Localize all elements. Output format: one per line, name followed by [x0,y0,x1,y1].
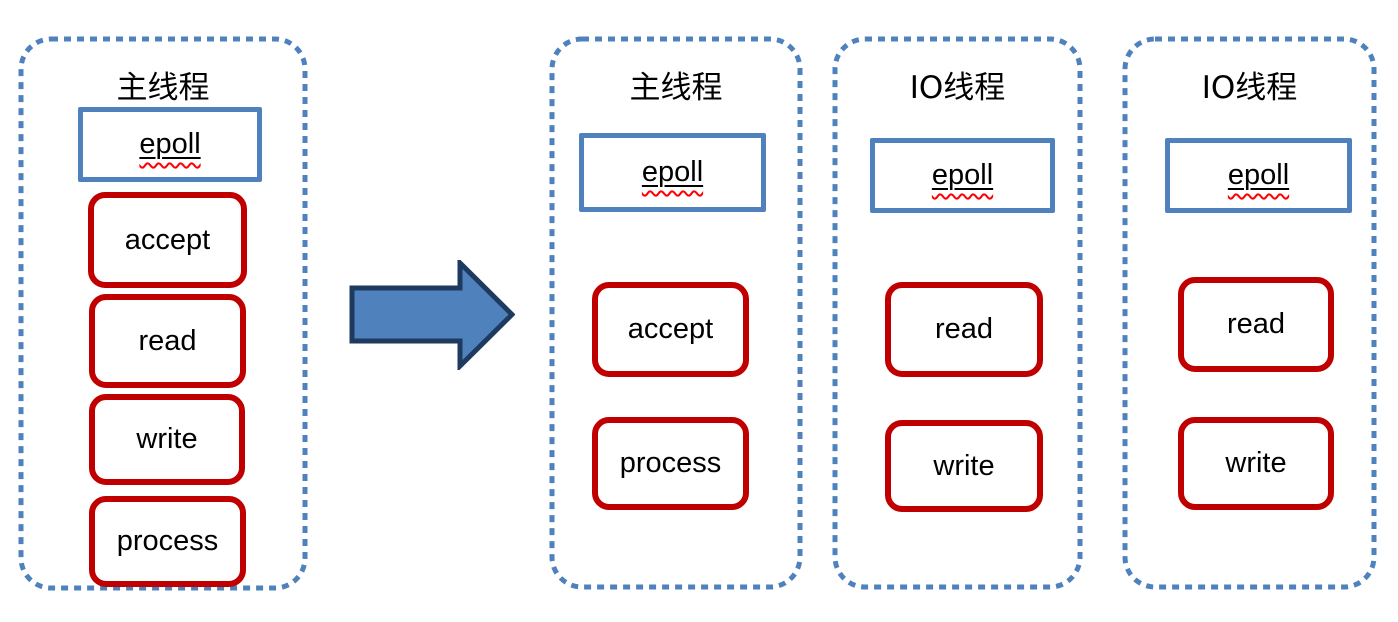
panel-title: 主线程 [629,70,723,106]
task-label: read [934,313,994,345]
epoll-label-text: epoll [139,128,201,160]
task-box-accept: accept [592,282,749,377]
epoll-box: epoll [870,138,1055,213]
epoll-label: epoll [1228,159,1289,192]
task-label: read [1226,308,1286,340]
epoll-label-text: epoll [1227,159,1290,191]
task-box-accept: accept [88,192,247,288]
task-box-process: process [89,496,246,587]
panel-title: IO线程 [909,70,1006,106]
dashed-border [549,36,803,590]
epoll-label: epoll [642,156,703,189]
epoll-label: epoll [932,159,993,192]
right-arrow-icon [349,260,515,370]
task-box-write: write [885,420,1043,512]
task-label: write [933,449,995,482]
task-box-write: write [89,394,245,485]
panel-main-thread-before: 主线程 epoll accept read write process [18,36,308,591]
panel-io-thread-2: IO线程 epoll read write [1122,36,1377,590]
epoll-box: epoll [579,133,766,212]
epoll-box: epoll [78,107,262,182]
panel-title: 主线程 [116,70,210,106]
epoll-label-text: epoll [931,159,994,191]
epoll-box: epoll [1165,138,1352,213]
task-label: accept [627,313,714,345]
task-label: process [116,525,219,557]
panel-title: IO线程 [1201,70,1298,106]
task-box-process: process [592,417,749,510]
task-label: write [1225,447,1287,479]
epoll-label-text: epoll [641,156,704,188]
panel-main-thread-after: 主线程 epoll accept process [549,36,803,590]
task-box-read: read [89,294,246,388]
epoll-label: epoll [139,128,200,161]
task-label: write [136,423,198,455]
task-label: read [138,324,197,357]
task-box-write: write [1178,417,1334,510]
dashed-border [832,36,1083,590]
task-label: accept [124,223,211,256]
task-label: process [619,447,722,479]
panel-io-thread-1: IO线程 epoll read write [832,36,1083,590]
dashed-border [1122,36,1377,590]
task-box-read: read [885,282,1043,377]
task-box-read: read [1178,277,1334,372]
